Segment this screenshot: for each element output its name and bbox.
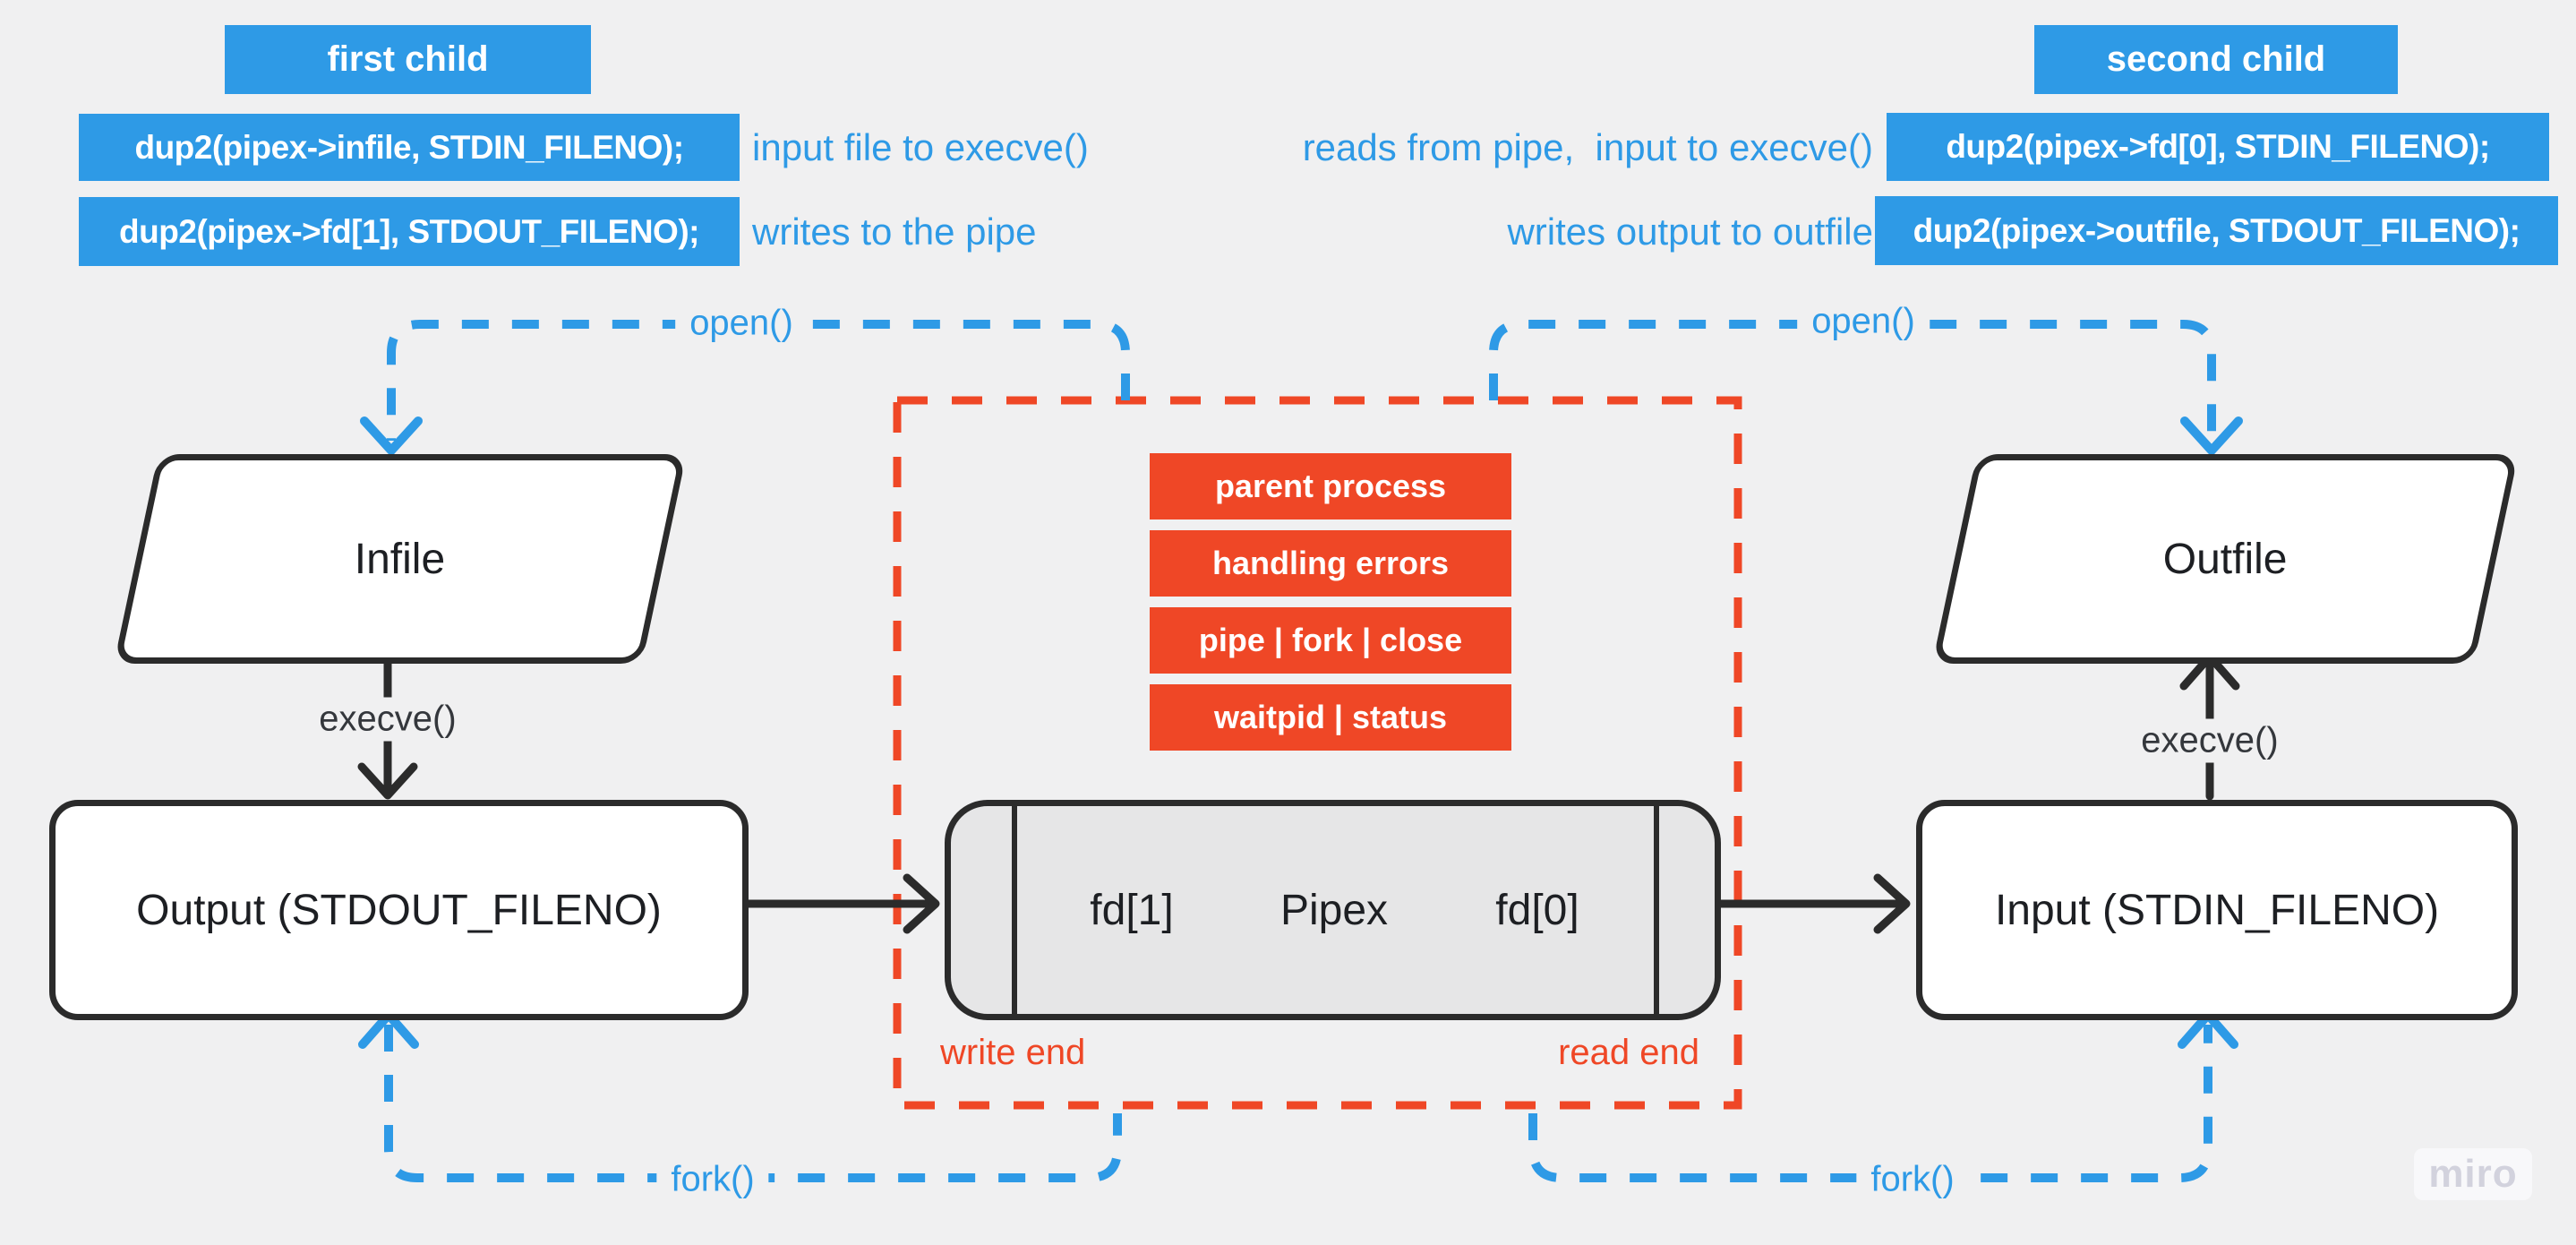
parent-process-dashed-boundary[interactable]: [893, 396, 1742, 1110]
node-input-label: Input (STDIN_FILENO): [1994, 886, 2440, 934]
sticky-pipe-fork-close[interactable]: pipe | fork | close: [1150, 607, 1511, 674]
code-text: dup2(pipex->fd[0], STDIN_FILENO);: [1946, 128, 2490, 165]
code-dup2-outfile-stdout[interactable]: dup2(pipex->outfile, STDOUT_FILENO);: [1875, 196, 2558, 265]
node-infile[interactable]: Infile: [114, 454, 687, 664]
label-execve-left[interactable]: execve(): [304, 697, 471, 742]
pipe-read-end-cap-line: [1654, 804, 1659, 1016]
label-fork-left[interactable]: fork(): [656, 1157, 769, 1202]
pipe-fd1-label: fd[1]: [1090, 886, 1174, 934]
sticky-label: pipe | fork | close: [1198, 622, 1463, 658]
arrow-head-right-input: [1873, 873, 1911, 934]
label-fork-right[interactable]: fork(): [1856, 1157, 1969, 1202]
sticky-parent-process[interactable]: parent process: [1150, 453, 1511, 519]
annotation-text: input file to execve(): [752, 125, 1089, 168]
code-text: dup2(pipex->infile, STDIN_FILENO);: [134, 128, 684, 166]
annotation-writes-to-pipe[interactable]: writes to the pipe: [752, 197, 1037, 266]
sticky-waitpid-status[interactable]: waitpid | status: [1150, 684, 1511, 751]
node-outfile-label: Outfile: [2162, 535, 2288, 583]
pipe-title-label: Pipex: [1279, 886, 1389, 934]
code-text: dup2(pipex->fd[1], STDOUT_FILENO);: [119, 212, 699, 250]
arrow-head-down-output: [357, 762, 418, 800]
label-write-end[interactable]: write end: [940, 1033, 1086, 1072]
sticky-second-child[interactable]: second child: [2034, 25, 2398, 94]
code-text: dup2(pipex->outfile, STDOUT_FILENO);: [1913, 211, 2520, 249]
annotation-reads-from-pipe[interactable]: reads from pipe, input to execve(): [1164, 114, 1873, 181]
code-dup2-fd1-stdout[interactable]: dup2(pipex->fd[1], STDOUT_FILENO);: [79, 197, 740, 266]
node-output-stdout[interactable]: Output (STDOUT_FILENO): [49, 800, 749, 1020]
label-open-right[interactable]: open(): [1797, 299, 1930, 344]
sticky-label: handling errors: [1211, 545, 1450, 581]
miro-watermark-text: miro: [2428, 1152, 2518, 1196]
sticky-first-child[interactable]: first child: [225, 25, 591, 94]
sticky-label: waitpid | status: [1213, 699, 1448, 735]
code-dup2-infile-stdin[interactable]: dup2(pipex->infile, STDIN_FILENO);: [79, 114, 740, 181]
label-execve-right[interactable]: execve(): [2127, 718, 2293, 763]
sticky-handling-errors[interactable]: handling errors: [1150, 530, 1511, 597]
annotation-text: reads from pipe, input to execve(): [1302, 125, 1873, 168]
node-input-stdin[interactable]: Input (STDIN_FILENO): [1916, 800, 2518, 1020]
label-open-left[interactable]: open(): [675, 301, 808, 346]
sticky-first-child-label: first child: [327, 39, 489, 79]
code-dup2-fd0-stdin[interactable]: dup2(pipex->fd[0], STDIN_FILENO);: [1887, 113, 2549, 181]
edge-open-left[interactable]: [387, 320, 1130, 441]
label-read-end[interactable]: read end: [1558, 1033, 1699, 1072]
node-outfile[interactable]: Outfile: [1932, 454, 2519, 664]
miro-watermark-logo: miro: [2414, 1148, 2532, 1200]
pipe-fd0-label: fd[0]: [1495, 886, 1579, 934]
annotation-text: writes output to outfile: [1507, 210, 1873, 253]
annotation-text: writes to the pipe: [752, 210, 1037, 253]
annotation-writes-output-to-outfile[interactable]: writes output to outfile: [1164, 197, 1873, 266]
sticky-second-child-label: second child: [2106, 39, 2326, 79]
sticky-label: parent process: [1214, 468, 1447, 504]
node-output-label: Output (STDOUT_FILENO): [136, 886, 662, 934]
arrow-head-down-outfile: [2180, 416, 2243, 455]
arrow-head-down-infile: [360, 416, 423, 455]
annotation-input-file-to-execve[interactable]: input file to execve(): [752, 114, 1089, 181]
node-pipe[interactable]: fd[1] Pipex fd[0]: [945, 800, 1721, 1020]
arrow-head-right-pipe: [903, 873, 940, 934]
pipe-write-end-cap-line: [1012, 804, 1017, 1016]
node-infile-label: Infile: [355, 535, 446, 583]
